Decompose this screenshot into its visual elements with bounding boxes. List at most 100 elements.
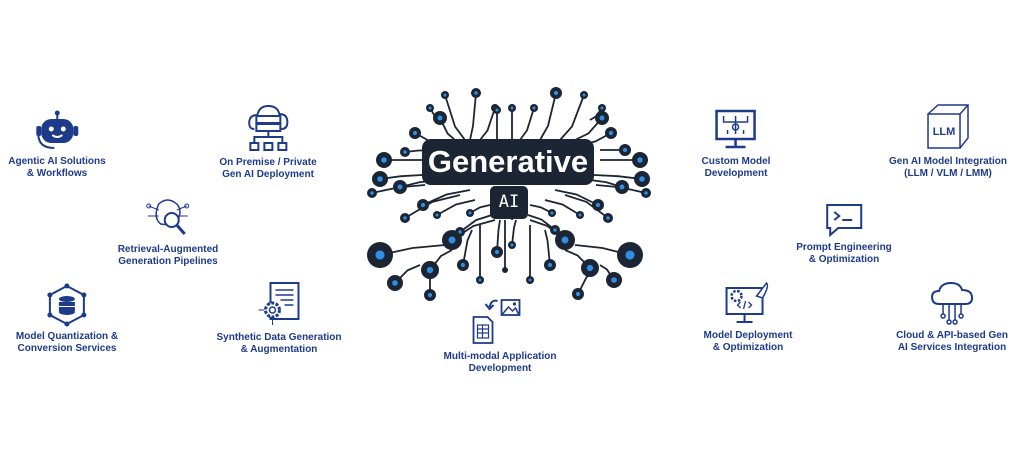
service-label-line2: & Workflows bbox=[26, 168, 88, 179]
circuit-trace bbox=[593, 174, 643, 180]
circuit-node bbox=[441, 91, 449, 99]
circuit-node bbox=[606, 272, 622, 288]
circuit-trace bbox=[469, 92, 477, 141]
service-label-line2: & Optimization bbox=[712, 342, 784, 353]
circuit-node bbox=[417, 199, 429, 211]
service-label-line1: Custom Model bbox=[701, 156, 771, 167]
circuit-trace bbox=[496, 219, 501, 253]
circuit-node bbox=[548, 209, 556, 217]
circuit-node bbox=[442, 230, 462, 250]
circuit-node bbox=[372, 171, 388, 187]
circuit-node bbox=[493, 106, 501, 114]
circuit-node bbox=[424, 289, 436, 301]
circuit-trace bbox=[404, 194, 461, 219]
document-gear-icon bbox=[258, 282, 299, 325]
circuit-node bbox=[572, 288, 584, 300]
circuit-node bbox=[508, 104, 516, 112]
circuit-node bbox=[367, 188, 377, 198]
circuit-trace bbox=[462, 229, 473, 266]
service-quantization: Model Quantization & Conversion Services bbox=[16, 283, 118, 355]
circuit-node bbox=[576, 211, 584, 219]
service-label-line2: & Augmentation bbox=[240, 344, 318, 355]
service-label-line1: Retrieval-Augmented bbox=[117, 244, 219, 255]
circuit-node bbox=[433, 211, 441, 219]
circuit-node bbox=[367, 242, 393, 268]
service-label-line1: Agentic AI Solutions bbox=[8, 156, 106, 167]
circuit-trace bbox=[564, 194, 609, 219]
circuit-trace bbox=[529, 204, 553, 214]
circuit-trace bbox=[519, 107, 535, 141]
circuit-node bbox=[400, 213, 410, 223]
database-cube-icon bbox=[47, 283, 87, 327]
circuit-node bbox=[615, 180, 629, 194]
circuit-node bbox=[544, 259, 556, 271]
circuit-node bbox=[421, 261, 439, 279]
service-label-line2: AI Services Integration bbox=[897, 342, 1007, 353]
circuit-node bbox=[530, 104, 538, 112]
circuit-node bbox=[476, 276, 484, 284]
circuit-trace bbox=[459, 214, 493, 233]
service-label-line1: Multi-modal Application bbox=[443, 351, 557, 362]
circuit-node bbox=[387, 275, 403, 291]
monitor-rocket-icon bbox=[726, 281, 769, 323]
circuit-node bbox=[555, 230, 575, 250]
service-label-line2: Development bbox=[704, 168, 768, 179]
llm-cube-icon: LLM bbox=[927, 104, 969, 149]
service-custom-model: Custom Model Development bbox=[701, 108, 771, 180]
circuit-trace bbox=[436, 199, 476, 216]
service-label-line1: Model Deployment bbox=[703, 330, 793, 341]
circuit-node bbox=[550, 87, 562, 99]
service-cloud-api: Cloud & API-based Gen AI Services Integr… bbox=[896, 280, 1008, 354]
circuit-node bbox=[605, 127, 617, 139]
circuit-node bbox=[619, 144, 631, 156]
circuit-trace bbox=[422, 189, 471, 206]
circuit-node bbox=[491, 246, 503, 258]
service-label-line2: Development bbox=[468, 363, 532, 374]
circuit-node bbox=[426, 104, 434, 112]
robot-icon bbox=[35, 110, 78, 149]
terminal-prompt-icon bbox=[826, 204, 862, 238]
service-onprem: On Premise / Private Gen AI Deployment bbox=[219, 103, 317, 181]
circuit-trace bbox=[544, 229, 551, 266]
service-label-line1: Cloud & API-based Gen bbox=[896, 330, 1008, 341]
circuit-node bbox=[376, 152, 392, 168]
circuit-node bbox=[603, 213, 613, 223]
circuit-node bbox=[400, 147, 410, 157]
llm-icon-text: LLM bbox=[933, 126, 956, 138]
service-agentic: Agentic AI Solutions & Workflows bbox=[8, 110, 106, 180]
service-label-line1: On Premise / Private bbox=[219, 157, 317, 168]
circuit-node bbox=[550, 225, 560, 235]
service-label-line1: Gen AI Model Integration bbox=[889, 156, 1007, 167]
service-synthetic-data: Synthetic Data Generation & Augmentation bbox=[216, 280, 342, 356]
ai-chip-label: AI bbox=[490, 186, 528, 219]
cloud-server-icon bbox=[247, 104, 289, 151]
service-model-deployment: Model Deployment & Optimization bbox=[703, 280, 793, 354]
brain-search-icon bbox=[146, 199, 190, 235]
service-rag: Retrieval-Augmented Generation Pipelines bbox=[117, 196, 219, 268]
circuit-node bbox=[471, 88, 481, 98]
service-label-line2: Conversion Services bbox=[17, 343, 117, 354]
circuit-node bbox=[617, 242, 643, 268]
circuit-node bbox=[581, 259, 599, 277]
circuit-trace bbox=[554, 189, 599, 206]
service-label-line1: Prompt Engineering bbox=[796, 242, 892, 253]
circuit-node bbox=[641, 188, 651, 198]
service-label-line2: (LLM / VLM / LMM) bbox=[904, 168, 992, 179]
circuit-node bbox=[598, 104, 606, 112]
circuit-node bbox=[466, 209, 474, 217]
circuit-trace bbox=[544, 199, 581, 216]
circuit-node bbox=[457, 259, 469, 271]
circuit-node bbox=[409, 127, 421, 139]
service-label-line1: Synthetic Data Generation bbox=[216, 332, 342, 343]
service-label-line2: & Optimization bbox=[808, 254, 880, 265]
circuit-node bbox=[508, 241, 516, 249]
service-multimodal: Multi-modal Application Development bbox=[443, 297, 557, 375]
circuit-trace bbox=[444, 94, 466, 141]
circuit-trace bbox=[479, 107, 496, 141]
circuit-trace bbox=[511, 219, 517, 246]
service-model-integration: LLM Gen AI Model Integration (LLM / VLM … bbox=[889, 102, 1007, 180]
circuit-node bbox=[393, 180, 407, 194]
circuit-node bbox=[632, 152, 648, 168]
